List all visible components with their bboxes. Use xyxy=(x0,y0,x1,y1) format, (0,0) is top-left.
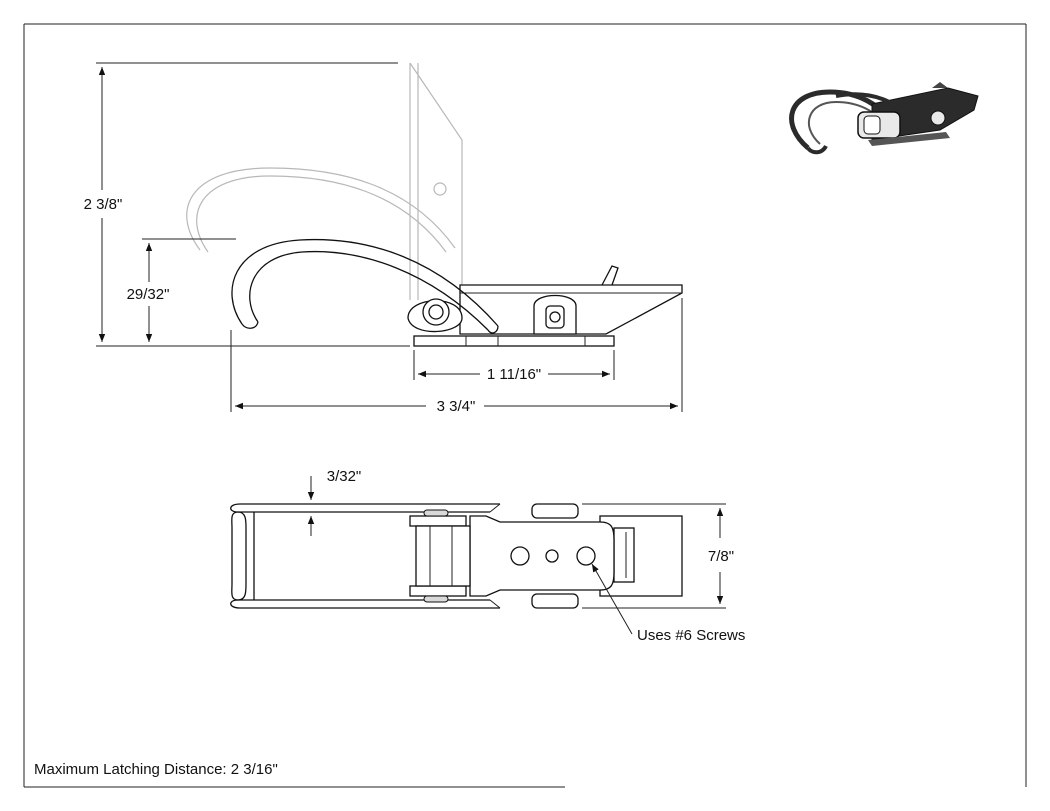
dimension-base-length: 1 11/16" xyxy=(413,350,615,383)
dimension-latch-height: 29/32" xyxy=(127,238,236,342)
dim-label-latch-height: 29/32" xyxy=(127,286,170,303)
wire-hook xyxy=(231,238,499,334)
side-view: 2 3/8" 29/32" 1 11/16" 3 3/4" xyxy=(84,62,683,415)
dimension-width: 7/8" xyxy=(582,503,734,609)
dimension-overall-height: 2 3/8" xyxy=(84,62,410,347)
max-latching-note: Maximum Latching Distance: 2 3/16" xyxy=(34,761,278,778)
dim-label-base-length: 1 11/16" xyxy=(487,366,541,383)
top-view: 3/32" 7/8" Uses #6 Screws xyxy=(230,468,745,644)
screws-callout: Uses #6 Screws xyxy=(591,563,745,644)
dimension-wire-offset: 3/32" xyxy=(307,468,362,536)
dim-label-wire-offset: 3/32" xyxy=(327,468,362,485)
catch-roller xyxy=(407,298,463,333)
isometric-view xyxy=(789,82,979,155)
drawing-frame xyxy=(23,23,1027,788)
body-plate-top xyxy=(469,503,615,609)
base-plate xyxy=(413,335,615,347)
callout-screws-label: Uses #6 Screws xyxy=(637,627,745,644)
wire-loop-top xyxy=(230,503,501,609)
pivot-tab xyxy=(533,294,577,335)
dim-label-width: 7/8" xyxy=(708,548,734,565)
dim-label-overall-height: 2 3/8" xyxy=(84,196,123,213)
ghost-open-position xyxy=(186,62,463,300)
hinge-top xyxy=(409,509,471,603)
dim-label-overall-length: 3 3/4" xyxy=(437,398,476,415)
dimension-overall-length: 3 3/4" xyxy=(230,298,683,415)
